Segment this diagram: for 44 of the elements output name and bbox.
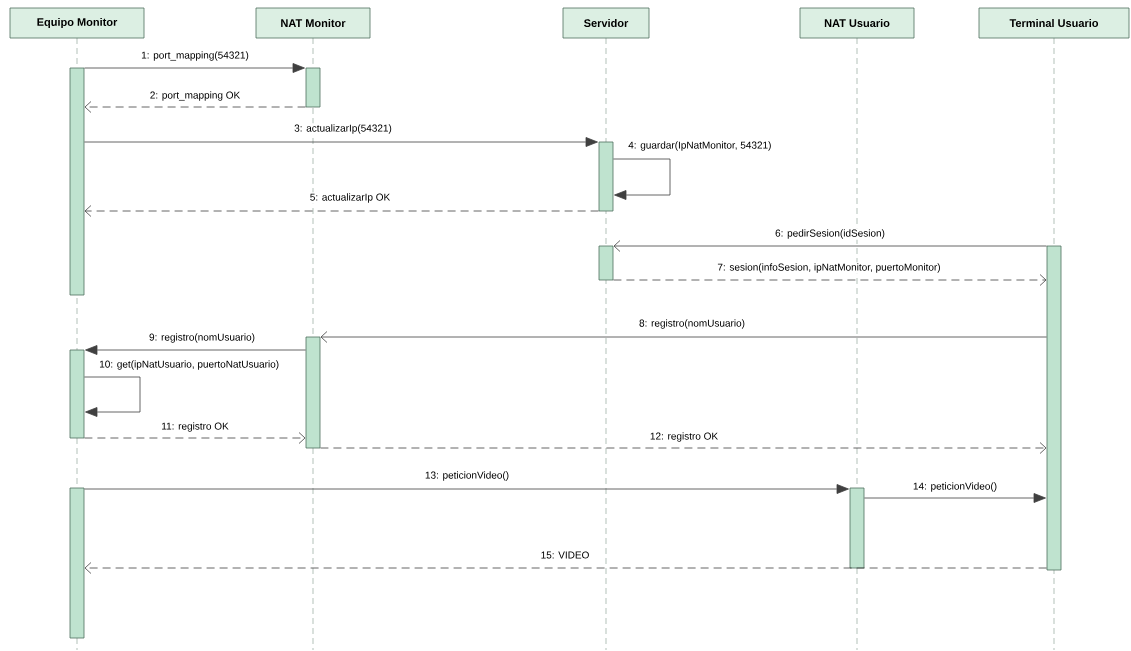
message-arrow xyxy=(84,101,306,113)
activation-bar xyxy=(69,487,85,639)
edge-label: 9: registro(nomUsuario) xyxy=(148,332,256,344)
activation-bar xyxy=(69,349,85,439)
activation-bar xyxy=(305,336,321,449)
activation-bar xyxy=(598,141,614,212)
edge-label: 7: sesion(infoSesion, ipNatMonitor, puertoMonitor) xyxy=(716,262,942,274)
edge-label: 6: pedirSesion(idSesion) xyxy=(774,228,886,240)
message-arrow xyxy=(320,331,1047,343)
message-arrow xyxy=(864,493,1046,503)
message-arrow xyxy=(84,63,305,73)
participant-box: NAT Usuario xyxy=(799,7,915,39)
edge-label: 12: registro OK xyxy=(648,431,720,443)
edge-label: 5: actualizarIp OK xyxy=(308,192,392,204)
edge-label: 3: actualizarIp(54321) xyxy=(293,123,393,135)
participant-box: NAT Monitor xyxy=(255,7,371,39)
message-arrow xyxy=(613,158,671,200)
edge-label: 15: VIDEO xyxy=(539,550,591,560)
message-arrow xyxy=(84,562,1047,574)
message-arrow xyxy=(613,274,1047,286)
edge-label: 13: peticionVideo() xyxy=(423,470,511,482)
message-arrow xyxy=(84,432,306,444)
edge-label: 4: guardar(IpNatMonitor, 54321) xyxy=(627,140,773,152)
activation-bar xyxy=(1046,245,1062,571)
edge-label: 11: registro OK xyxy=(160,421,230,433)
message-arrow xyxy=(84,484,849,494)
message-arrow xyxy=(84,205,599,217)
participant-box: Servidor xyxy=(562,7,650,39)
edge-label: 10: get(ipNatUsuario, puertoNatUsuario) xyxy=(98,359,281,371)
activation-bar xyxy=(849,487,865,569)
message-arrow xyxy=(85,345,306,355)
activation-bar xyxy=(69,67,85,296)
message-arrow xyxy=(320,442,1047,454)
edge-label: 2: port_mapping OK xyxy=(148,90,242,102)
participant-box: Terminal Usuario xyxy=(978,7,1130,39)
edge-label: 8: registro(nomUsuario) xyxy=(638,318,746,330)
message-arrow xyxy=(84,376,141,417)
message-arrow xyxy=(613,240,1047,252)
activation-bar xyxy=(305,67,321,108)
message-arrow xyxy=(84,137,598,147)
edge-label: 14: peticionVideo() xyxy=(911,481,999,493)
participant-box: Equipo Monitor xyxy=(9,7,145,39)
activation-bar xyxy=(598,245,614,281)
edge-label: 1: port_mapping(54321) xyxy=(140,50,250,62)
